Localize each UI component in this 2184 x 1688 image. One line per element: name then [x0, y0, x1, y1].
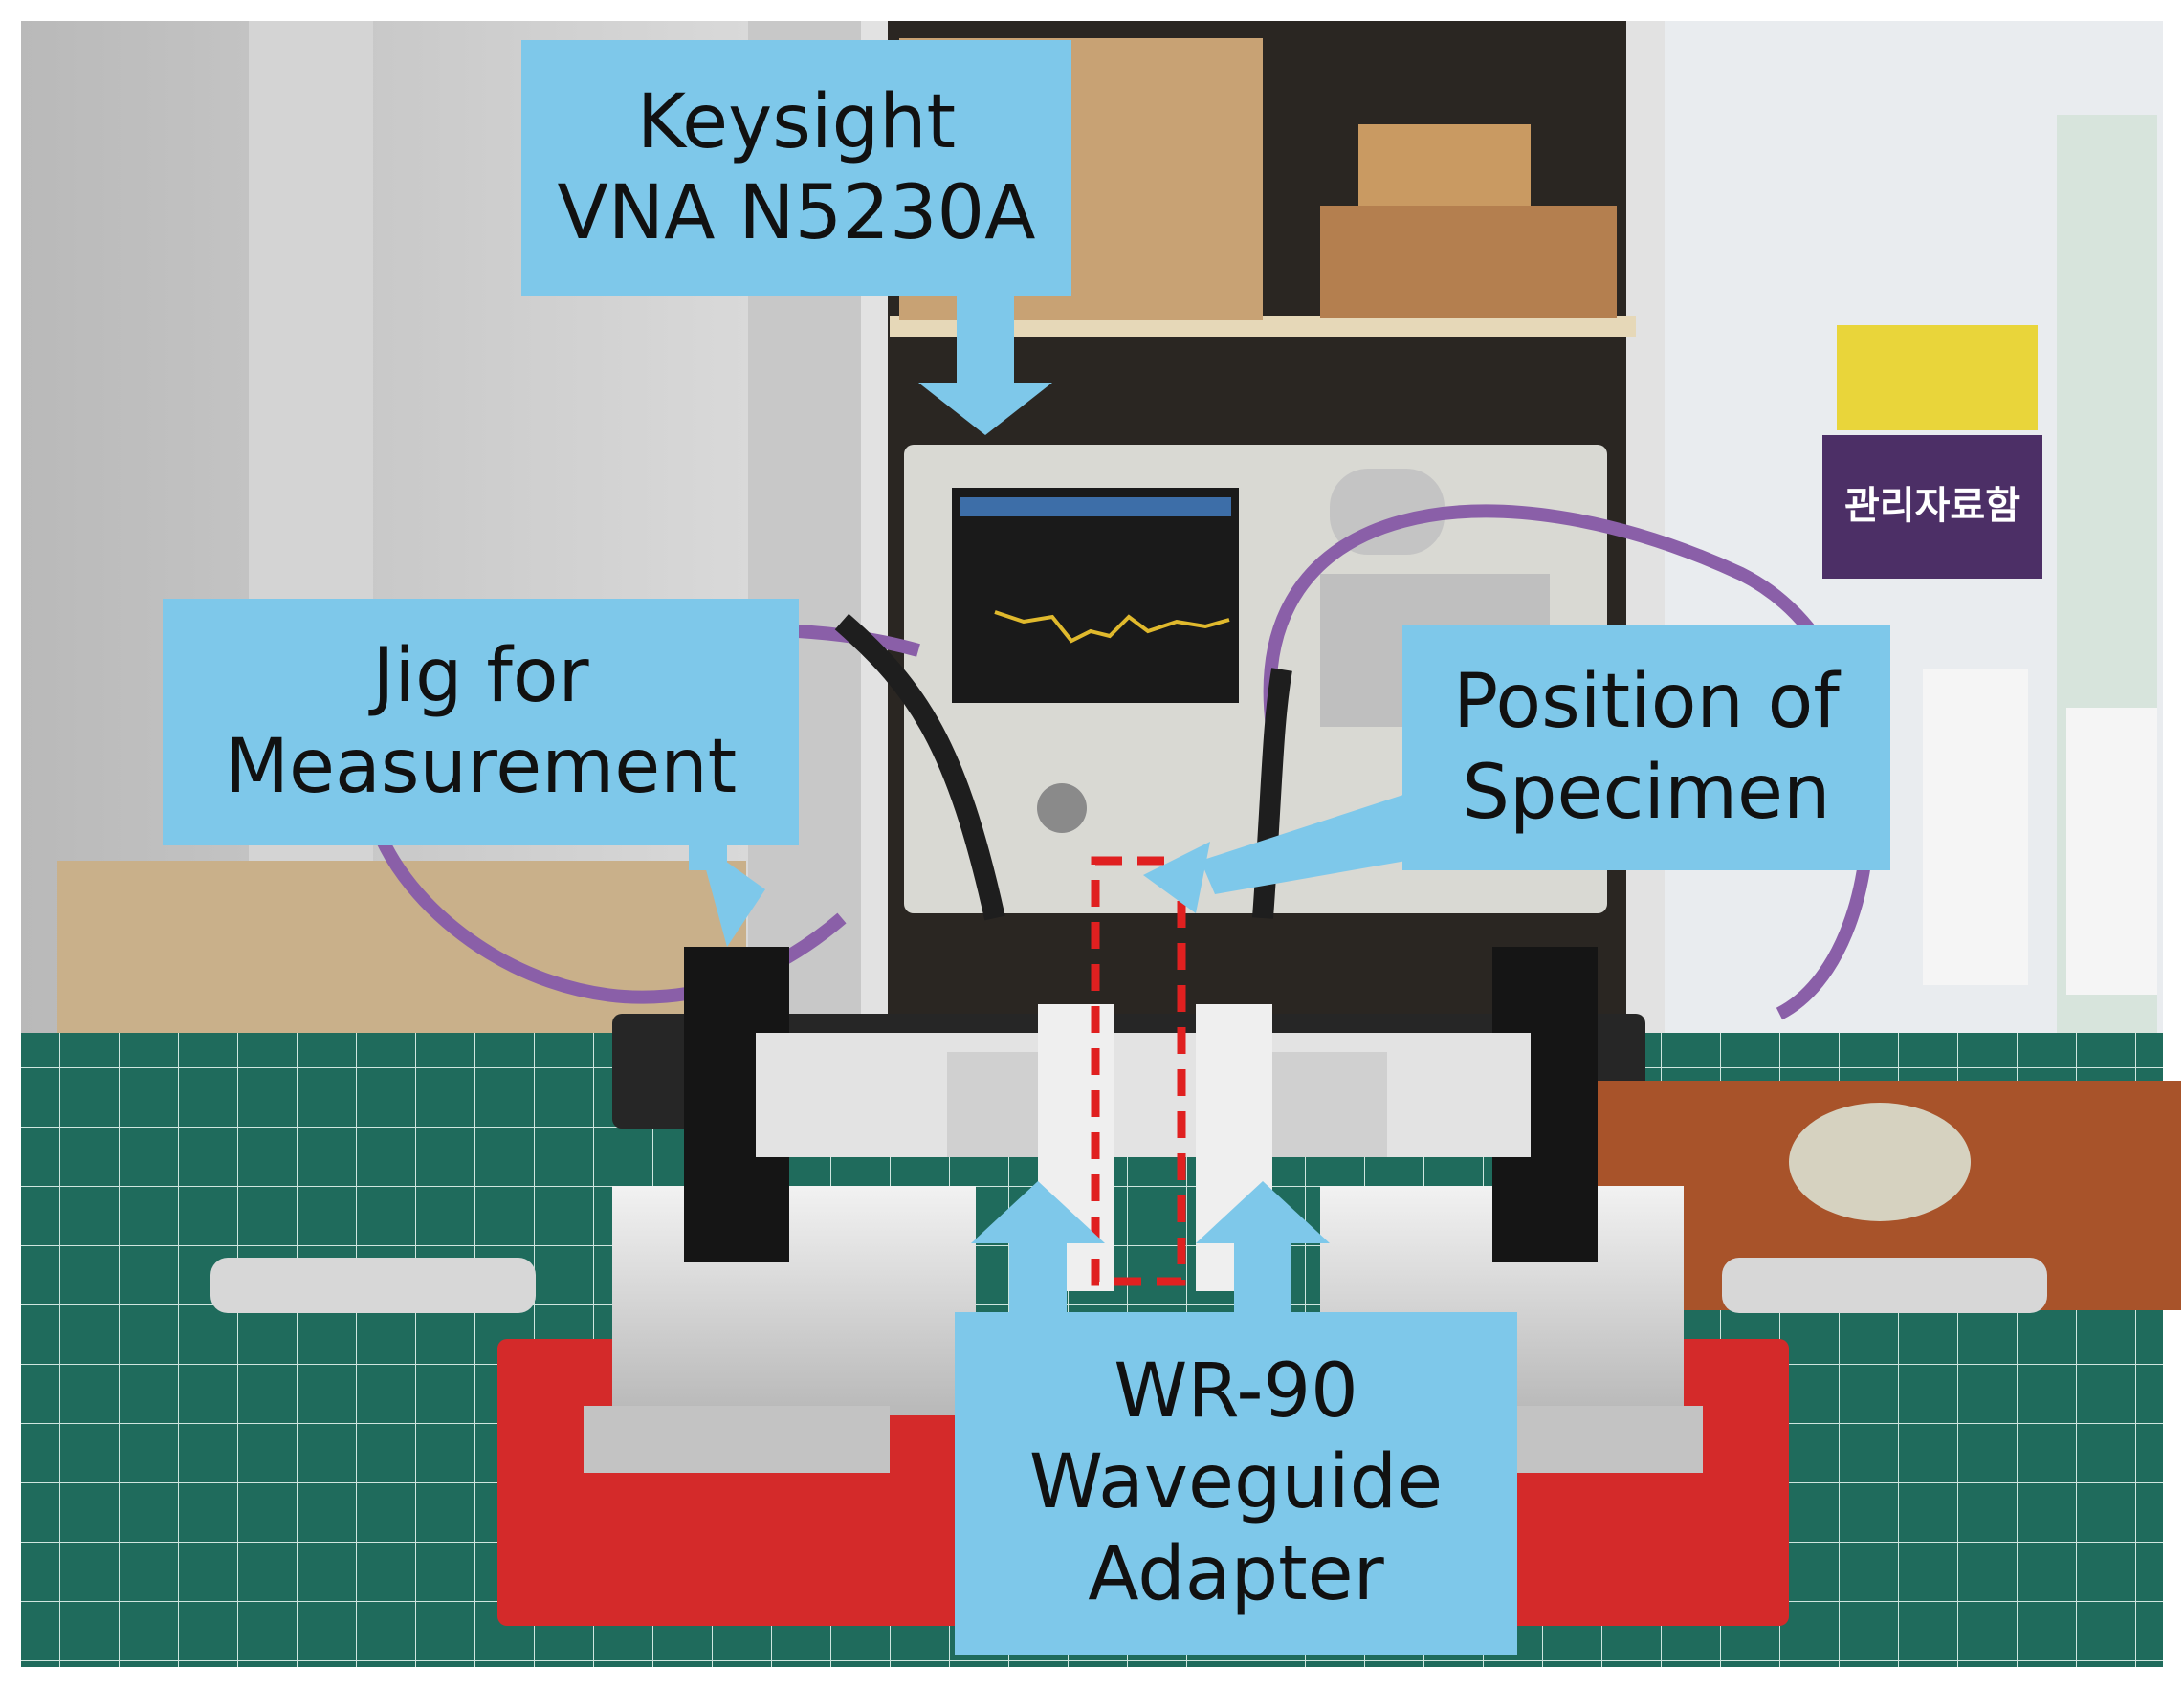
coax-cable-right — [1263, 504, 1875, 1020]
callout-vna: Keysight VNA N5230A — [521, 40, 1071, 296]
callout-specimen: Position of Specimen — [1402, 625, 1890, 870]
callout-specimen-line2: Specimen — [1462, 750, 1831, 836]
box — [1358, 124, 1531, 206]
arrow-specimen — [1143, 794, 1406, 913]
callout-specimen-line1: Position of — [1453, 658, 1840, 745]
korean-label: 관리자료함 — [1844, 484, 2020, 528]
box — [1320, 206, 1617, 318]
micrometer-right — [1722, 1258, 2047, 1313]
callout-jig: Jig for Measurement — [163, 599, 799, 845]
micrometer-left — [210, 1258, 536, 1313]
callout-vna-line1: Keysight — [636, 78, 957, 165]
stage-left — [612, 1186, 976, 1415]
vna-screen — [952, 488, 1239, 703]
mouse — [1789, 1103, 1971, 1221]
purple-sign — [1822, 435, 2042, 579]
callout-waveguide: WR-90 Waveguide Adapter — [955, 1312, 1517, 1655]
callout-waveguide-line1: WR-90 — [1114, 1348, 1358, 1436]
specimen-highlight-box — [1091, 856, 1186, 1286]
jig-rail — [756, 1033, 1531, 1157]
callout-waveguide-line3: Adapter — [1088, 1530, 1384, 1617]
callout-waveguide-line2: Waveguide — [1028, 1439, 1444, 1526]
callout-jig-line1: Jig for — [372, 632, 589, 719]
arrow-vna — [918, 296, 1052, 435]
callout-vna-line2: VNA N5230A — [557, 170, 1036, 256]
vna-trace — [994, 610, 1230, 644]
callout-jig-line2: Measurement — [224, 724, 738, 810]
